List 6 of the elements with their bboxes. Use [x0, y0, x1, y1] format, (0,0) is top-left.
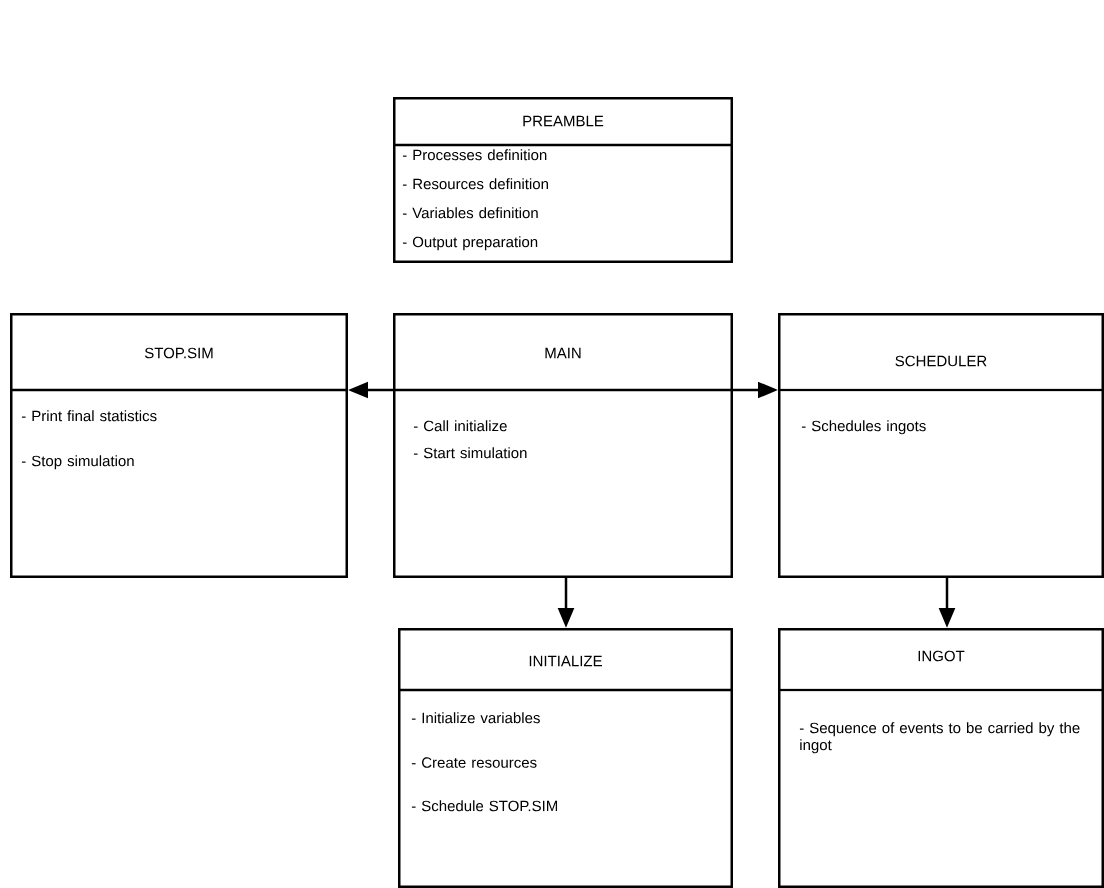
process-box: INITIALIZE - Initialize variables - Create resources - Schedule STOP.SIM	[398, 628, 733, 888]
process-box: INGOT - Sequence of events to be carried by the ingot	[778, 628, 1104, 888]
process-box: STOP.SIM - Print final statistics - Stop simulation	[10, 313, 348, 578]
process-box: SCHEDULER - Schedules ingots	[778, 313, 1104, 578]
process-box: PREAMBLE - Processes definition - Resources definition - Variables definition - Output preparation	[393, 97, 733, 263]
process-box: MAIN - Call initialize - Start simulation	[393, 313, 733, 578]
